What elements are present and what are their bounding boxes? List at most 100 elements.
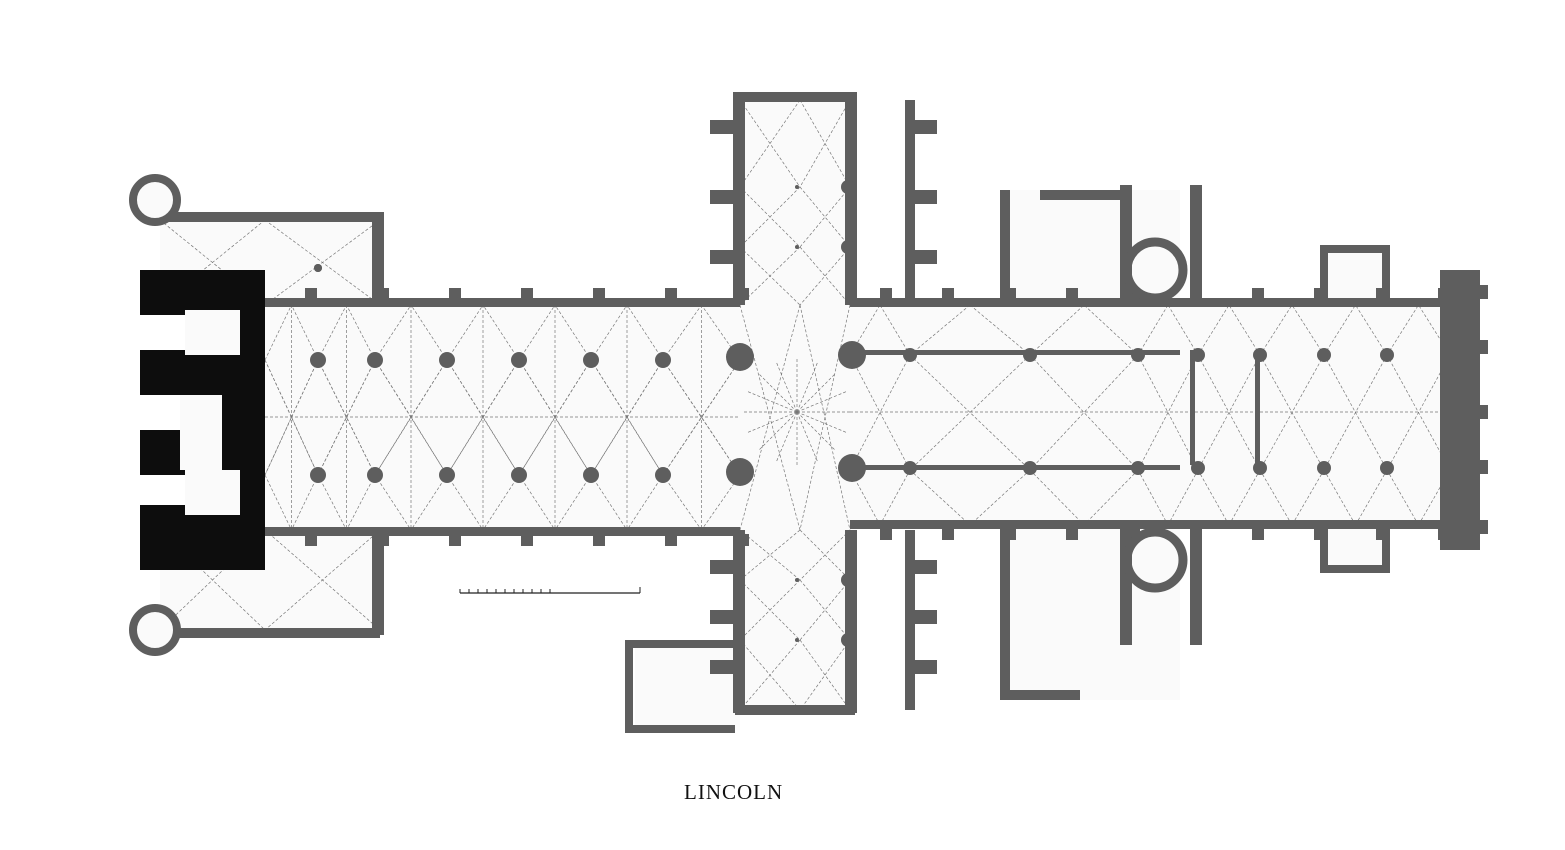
vault-rib bbox=[1167, 469, 1199, 526]
vault-rib bbox=[1029, 354, 1139, 471]
apse-chapel bbox=[1122, 237, 1188, 303]
floor-area bbox=[1000, 520, 1180, 700]
vault-rib bbox=[909, 304, 971, 356]
pier bbox=[841, 633, 855, 647]
vault-rib bbox=[346, 416, 376, 476]
vault-rib bbox=[909, 354, 1031, 471]
floor-area bbox=[1000, 190, 1180, 310]
vault-rib bbox=[1029, 304, 1085, 356]
vault-rib bbox=[662, 359, 741, 476]
vault-rib bbox=[969, 304, 1031, 356]
floor-area bbox=[740, 100, 850, 710]
vault-rib bbox=[554, 416, 592, 476]
buttress bbox=[710, 190, 735, 204]
wall bbox=[845, 530, 857, 713]
wall bbox=[265, 527, 740, 536]
vault-rib bbox=[1323, 354, 1388, 471]
vault-rib bbox=[849, 354, 911, 471]
wall bbox=[625, 640, 735, 648]
vault-rib bbox=[739, 529, 801, 581]
pier bbox=[439, 352, 455, 368]
crossing-rib bbox=[757, 411, 798, 452]
piers bbox=[310, 180, 1394, 647]
buttress bbox=[1480, 285, 1488, 299]
buttress bbox=[737, 288, 749, 300]
crossing-pier bbox=[726, 343, 754, 371]
vault-rib bbox=[799, 304, 851, 531]
wall bbox=[1190, 350, 1195, 465]
pier bbox=[310, 352, 326, 368]
vault-rib bbox=[662, 474, 702, 531]
buttress bbox=[1376, 528, 1388, 540]
buttress bbox=[377, 288, 389, 300]
wall bbox=[1382, 245, 1390, 300]
pier bbox=[841, 573, 855, 587]
vault-rib bbox=[317, 304, 347, 361]
vault-rib bbox=[590, 416, 628, 476]
vault-rib bbox=[799, 246, 851, 306]
boss bbox=[795, 578, 799, 582]
buttress bbox=[915, 660, 937, 674]
vault-rib bbox=[264, 304, 292, 361]
vault-rib bbox=[374, 359, 412, 418]
vault-rib bbox=[446, 474, 484, 531]
boss bbox=[795, 245, 799, 249]
plan-title: LINCOLN bbox=[684, 780, 784, 804]
vault-rib bbox=[1323, 469, 1356, 526]
vault-rib bbox=[662, 359, 702, 418]
crossing-rib bbox=[796, 411, 848, 434]
buttress bbox=[1480, 405, 1488, 419]
pier bbox=[1253, 461, 1267, 475]
wall bbox=[860, 465, 1180, 470]
floor-area bbox=[850, 305, 1450, 525]
vault-rib bbox=[554, 304, 592, 361]
buttress bbox=[1480, 520, 1488, 534]
vault-rib bbox=[410, 359, 448, 418]
wall bbox=[1440, 270, 1458, 550]
vault-rib bbox=[264, 529, 381, 631]
wall bbox=[155, 628, 380, 638]
pier bbox=[511, 352, 527, 368]
wall bbox=[1190, 525, 1202, 645]
wall bbox=[1455, 270, 1480, 550]
buttress bbox=[1004, 288, 1016, 300]
vault-rib bbox=[410, 474, 448, 531]
buttress bbox=[915, 120, 937, 134]
vault-rib bbox=[482, 474, 520, 531]
west-front-towers bbox=[140, 270, 265, 570]
boss bbox=[795, 638, 799, 642]
vault-rib bbox=[909, 354, 1031, 471]
crossing-rib bbox=[796, 411, 837, 452]
buttress bbox=[1066, 528, 1078, 540]
west-front-bay bbox=[185, 470, 240, 515]
buttress bbox=[305, 534, 317, 546]
vault-rib bbox=[346, 304, 376, 361]
pier bbox=[511, 467, 527, 483]
crossing-rib bbox=[775, 361, 798, 413]
stair-turret bbox=[129, 174, 181, 226]
crossing-rib bbox=[796, 372, 837, 413]
vault-rib bbox=[554, 474, 592, 531]
buttress bbox=[521, 288, 533, 300]
wall bbox=[155, 212, 380, 222]
vault-rib bbox=[1386, 469, 1419, 526]
pier bbox=[841, 240, 855, 254]
vault-rib bbox=[264, 474, 292, 531]
apse-chapel bbox=[1122, 527, 1188, 593]
wall bbox=[1320, 520, 1328, 570]
pier bbox=[310, 467, 326, 483]
vault-rib bbox=[1083, 304, 1139, 356]
buttress bbox=[915, 610, 937, 624]
pier bbox=[439, 467, 455, 483]
buttress bbox=[915, 560, 937, 574]
vault-rib bbox=[799, 579, 851, 641]
pier bbox=[583, 467, 599, 483]
wall bbox=[1320, 245, 1328, 300]
buttress bbox=[665, 534, 677, 546]
buttress bbox=[449, 288, 461, 300]
buttress bbox=[710, 560, 735, 574]
buttress bbox=[593, 288, 605, 300]
wall bbox=[850, 520, 1450, 529]
crossing-rib bbox=[796, 411, 819, 463]
buttress bbox=[710, 610, 735, 624]
